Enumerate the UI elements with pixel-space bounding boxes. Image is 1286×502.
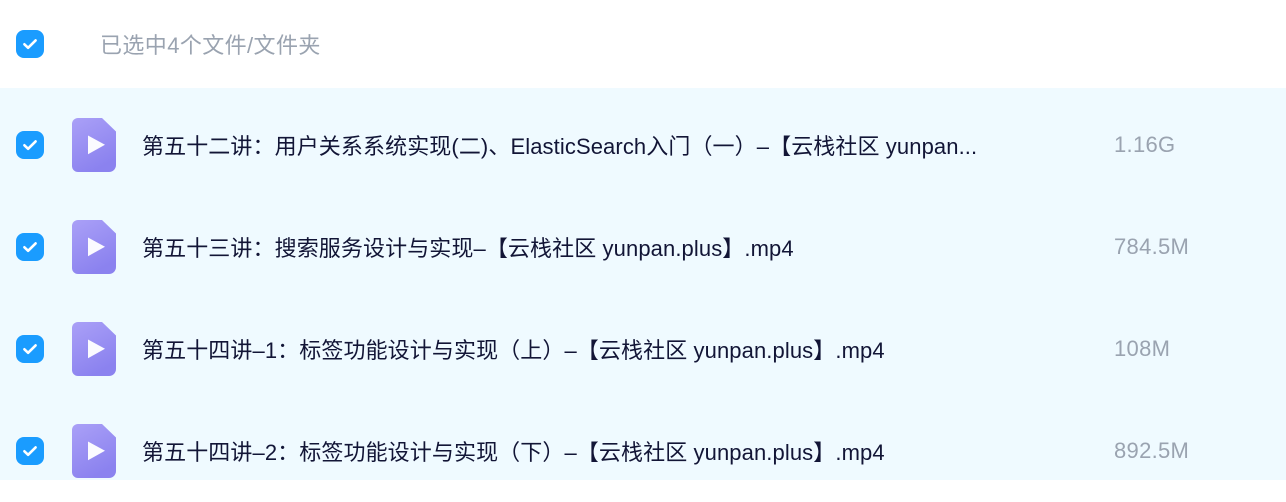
video-file-icon (72, 118, 116, 172)
video-file-icon (72, 424, 116, 478)
row-checkbox[interactable] (16, 437, 44, 465)
file-size: 784.5M (1114, 234, 1190, 259)
row-checkbox[interactable] (16, 131, 44, 159)
video-file-icon (72, 322, 116, 376)
table-row[interactable]: 第五十四讲–1：标签功能设计与实现（上）–【云栈社区 yunpan.plus】.… (0, 298, 1286, 400)
file-name: 第五十四讲–2：标签功能设计与实现（下）–【云栈社区 yunpan.plus】.… (142, 440, 885, 465)
table-row[interactable]: 第五十三讲：搜索服务设计与实现–【云栈社区 yunpan.plus】.mp4 7… (0, 196, 1286, 298)
file-name: 第五十四讲–1：标签功能设计与实现（上）–【云栈社区 yunpan.plus】.… (142, 338, 885, 363)
selection-header: 已选中4个文件/文件夹 (0, 0, 1286, 88)
file-list: 第五十二讲：用户关系系统实现(二)、ElasticSearch入门（一）–【云栈… (0, 88, 1286, 480)
check-icon (23, 39, 37, 50)
selection-summary-label: 已选中4个文件/文件夹 (100, 33, 321, 58)
select-all-checkbox[interactable] (16, 30, 44, 58)
file-name: 第五十二讲：用户关系系统实现(二)、ElasticSearch入门（一）–【云栈… (142, 134, 978, 159)
file-size: 892.5M (1114, 438, 1190, 463)
row-checkbox[interactable] (16, 233, 44, 261)
row-checkbox[interactable] (16, 335, 44, 363)
check-icon (23, 242, 37, 253)
check-icon (23, 344, 37, 355)
file-size: 108M (1114, 336, 1171, 361)
file-name: 第五十三讲：搜索服务设计与实现–【云栈社区 yunpan.plus】.mp4 (142, 236, 794, 261)
table-row[interactable]: 第五十四讲–2：标签功能设计与实现（下）–【云栈社区 yunpan.plus】.… (0, 400, 1286, 502)
file-size: 1.16G (1114, 132, 1176, 157)
check-icon (23, 446, 37, 457)
table-row[interactable]: 第五十二讲：用户关系系统实现(二)、ElasticSearch入门（一）–【云栈… (0, 94, 1286, 196)
video-file-icon (72, 220, 116, 274)
check-icon (23, 140, 37, 151)
file-selection-panel: 已选中4个文件/文件夹 (0, 0, 1286, 480)
